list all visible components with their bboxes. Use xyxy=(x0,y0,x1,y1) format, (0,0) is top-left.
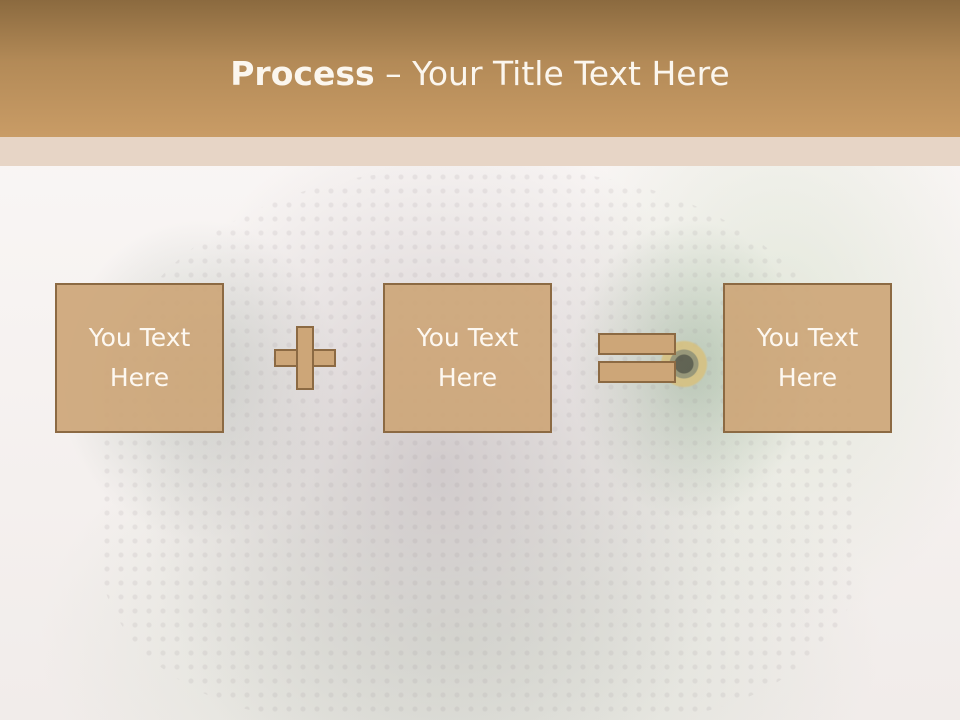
process-box-3[interactable]: You Text Here xyxy=(723,283,892,433)
background-texture xyxy=(100,170,860,720)
box-text-line: Here xyxy=(777,363,838,392)
box-text-line: You Text xyxy=(416,323,519,352)
title-bar xyxy=(0,0,960,137)
plus-center xyxy=(298,351,312,365)
process-box-1[interactable]: You Text Here xyxy=(55,283,224,433)
equals-top-bar xyxy=(598,333,676,355)
box-text-line: Here xyxy=(437,363,498,392)
process-box-2[interactable]: You Text Here xyxy=(383,283,552,433)
process-box-1-text: You Text Here xyxy=(89,318,191,398)
title-rest: – Your Title Text Here xyxy=(374,54,730,93)
title-bold: Process xyxy=(230,54,375,93)
slide-title: Process – Your Title Text Here xyxy=(0,52,960,96)
process-box-3-text: You Text Here xyxy=(757,318,859,398)
box-text-line: You Text xyxy=(88,323,191,352)
title-underband xyxy=(0,137,960,166)
box-text-line: Here xyxy=(109,363,170,392)
equals-bottom-bar xyxy=(598,361,676,383)
box-text-line: You Text xyxy=(756,323,859,352)
process-box-2-text: You Text Here xyxy=(417,318,519,398)
